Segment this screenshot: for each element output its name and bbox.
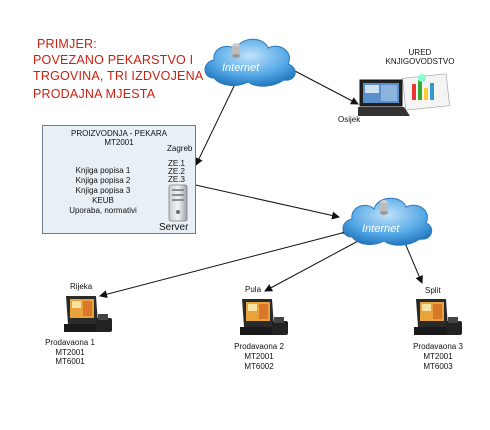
store-2-name: Prodavaona 2 xyxy=(234,342,284,351)
ze-1: ZE.1 xyxy=(168,159,185,168)
store-2-mt1: MT2001 xyxy=(244,352,274,361)
production-item-5: Uporaba, normativi xyxy=(69,206,137,215)
production-city: Zagreb xyxy=(167,144,193,153)
internet-top-label: Internet xyxy=(222,62,260,74)
internet-cloud-top: Internet xyxy=(200,32,300,90)
store-1-mt2: MT6001 xyxy=(55,357,85,366)
store-2-mt2: MT6002 xyxy=(244,362,274,371)
office-line-1: URED xyxy=(408,48,432,57)
link-zagreb-internet-top xyxy=(195,73,243,166)
pos-terminal-1 xyxy=(60,294,120,336)
office-line-2: KNJIGOVODSTVO xyxy=(385,57,455,66)
server-icon xyxy=(168,184,188,222)
pos-terminal-icon xyxy=(240,299,288,335)
internet-cloud-middle: Internet xyxy=(338,193,436,249)
store-1-city: Rijeka xyxy=(70,282,93,291)
store-1-mt1: MT2001 xyxy=(55,348,85,357)
diagram-title: PRIMJER: POVEZANO PEKARSTVO I TRGOVINA, … xyxy=(33,36,203,102)
link-internet-middle-split xyxy=(398,234,423,284)
pos-terminal-3 xyxy=(410,297,470,339)
pos-terminal-icon xyxy=(64,296,112,332)
cloud-icon xyxy=(204,38,296,87)
title-line-4: PRODAJNA MJESTA xyxy=(33,87,156,101)
store-3-name: Prodavaona 3 xyxy=(413,342,463,351)
ze-3: ZE.3 xyxy=(168,175,185,184)
title-line-3: TRGOVINA, TRI IZDVOJENA xyxy=(33,69,204,83)
production-item-4: KEUB xyxy=(92,196,114,205)
production-header-1: PROIZVODNJA - PEKARA xyxy=(70,129,168,138)
store-3-mt1: MT2001 xyxy=(423,352,453,361)
report-document-icon xyxy=(402,73,450,111)
store-3-city: Split xyxy=(425,286,441,295)
office-title: URED KNJIGOVODSTVO xyxy=(385,48,455,66)
office-workstation xyxy=(356,70,453,120)
link-internet-top-osijek xyxy=(284,63,359,105)
laptop-icon xyxy=(356,79,410,116)
pos-terminal-icon xyxy=(414,299,462,335)
store-2-city: Pula xyxy=(245,285,262,294)
production-item-3: Knjiga popisa 3 xyxy=(75,186,131,195)
pos-terminal-2 xyxy=(236,297,296,339)
link-zagreb-internet-middle xyxy=(174,176,340,220)
production-item-1: Knjiga popisa 1 xyxy=(75,166,131,175)
link-internet-middle-pula xyxy=(264,233,369,292)
production-bakery-box: PROIZVODNJA - PEKARA MT2001 Zagreb ZE.1 … xyxy=(42,125,196,234)
store-3-mt2: MT6003 xyxy=(423,362,453,371)
link-internet-middle-rijeka xyxy=(99,227,350,299)
ze-2: ZE.2 xyxy=(168,167,185,176)
production-header-2: MT2001 xyxy=(104,138,134,147)
production-item-2: Knjiga popisa 2 xyxy=(75,176,131,185)
internet-middle-label: Internet xyxy=(362,223,400,235)
cloud-icon xyxy=(342,197,433,246)
title-line-1: PRIMJER: xyxy=(37,37,97,51)
store-1-name: Prodavaona 1 xyxy=(45,338,95,347)
title-line-2: POVEZANO PEKARSTVO I xyxy=(33,53,194,67)
server-label: Server xyxy=(159,222,189,233)
osijek-label: Osijek xyxy=(338,115,361,124)
